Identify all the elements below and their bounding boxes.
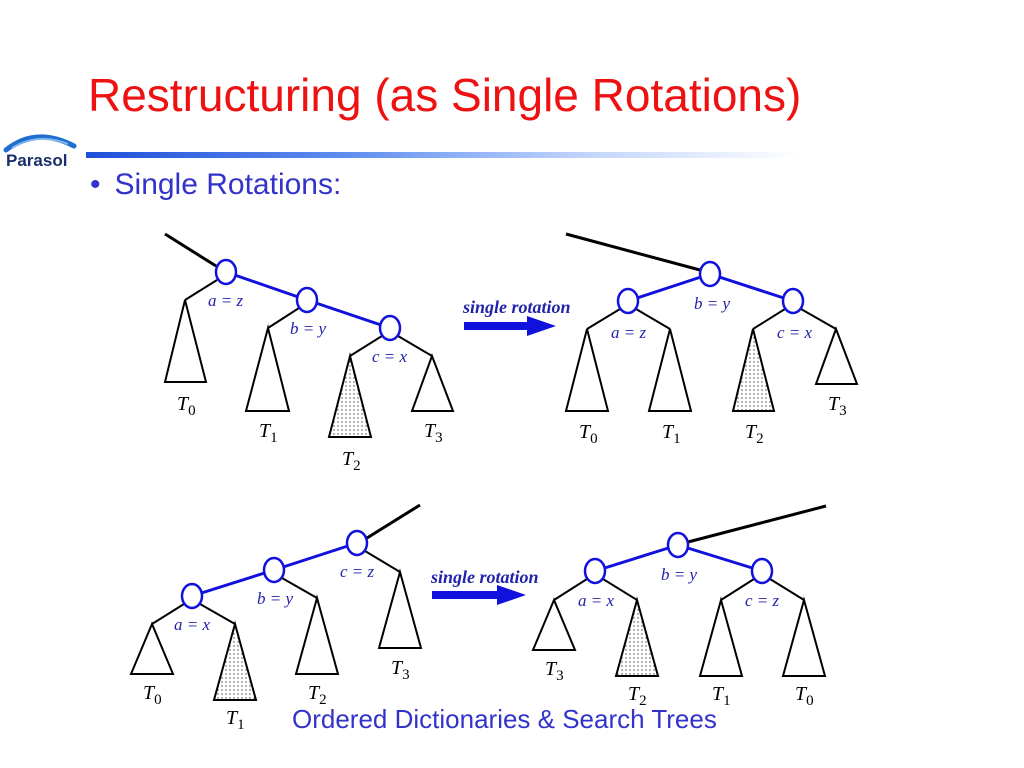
subtree-triangle [698, 596, 744, 677]
subtree-label: T0 [177, 393, 196, 419]
parasol-logo: Parasol [2, 128, 82, 172]
parasol-arc-icon: Parasol [3, 134, 77, 170]
node-label: b = y [694, 294, 730, 313]
bottom-before-tree: c = z b = y a = x T3 T2 T0 T1 [129, 503, 423, 733]
node-label: c = z [340, 562, 375, 581]
subtree-label: T1 [259, 420, 278, 446]
subtree-triangle-shaded [731, 328, 776, 412]
top-rotation-arrow: single rotation [462, 297, 571, 336]
tree-node [345, 529, 369, 557]
bottom-rotation-arrow: single rotation [430, 567, 539, 605]
node-label: c = x [372, 347, 408, 366]
subtree-triangle [244, 324, 291, 412]
tree-node [214, 258, 238, 286]
tree-node [262, 556, 286, 584]
tree-node [781, 287, 805, 315]
node-label: a = x [174, 615, 210, 634]
subtree-label: T2 [628, 683, 647, 709]
subtree-triangle [647, 328, 693, 412]
subtree-label: T3 [828, 393, 847, 419]
subtree-triangle-shaded [327, 352, 373, 438]
subtree-triangle [377, 568, 423, 649]
arrow-label: single rotation [462, 297, 571, 317]
subtree-label: T3 [391, 657, 410, 683]
subtree-label: T2 [745, 421, 764, 447]
subtree-triangle [129, 621, 175, 675]
subtree-label: T3 [424, 420, 443, 446]
node-label: a = z [208, 291, 243, 310]
subtree-triangle [294, 594, 340, 675]
bottom-after-tree: b = y a = x c = z T3 T2 T1 T0 [531, 504, 827, 709]
right-arrow-icon [464, 316, 556, 336]
subtree-label: T2 [342, 448, 361, 474]
bullet-text: Single Rotations: [114, 168, 342, 201]
arrow-label: single rotation [430, 567, 539, 587]
tree-node [180, 582, 204, 610]
subtree-label: T0 [795, 683, 814, 709]
bullet-single-rotations: • Single Rotations: [90, 168, 341, 202]
node-label: a = x [578, 591, 614, 610]
tree-node [698, 260, 722, 288]
subtree-triangle [781, 596, 827, 677]
subtree-label: T2 [308, 682, 327, 708]
subtree-label: T0 [579, 421, 598, 447]
title-underline [86, 152, 802, 158]
slide-title: Restructuring (as Single Rotations) [88, 69, 802, 121]
subtree-triangle [814, 326, 859, 385]
node-label: a = z [611, 323, 646, 342]
tree-node [295, 286, 319, 314]
subtree-label: T1 [712, 683, 731, 709]
logo-text: Parasol [6, 151, 67, 170]
tree-node [583, 557, 607, 585]
node-label: b = y [290, 319, 326, 338]
subtree-triangle [564, 328, 610, 412]
subtree-triangle [531, 597, 577, 651]
node-label: b = y [257, 589, 293, 608]
tree-node [378, 314, 402, 342]
subtree-label: T3 [545, 658, 564, 684]
subtree-label: T0 [143, 682, 162, 708]
tree-node [666, 531, 690, 559]
tree-node [750, 557, 774, 585]
subtree-label: T1 [226, 707, 245, 733]
node-label: b = y [661, 565, 697, 584]
slide-footer: Ordered Dictionaries & Search Trees [292, 704, 717, 734]
subtree-triangle [410, 353, 455, 412]
top-after-tree: b = y a = z c = x T0 T1 T2 T3 [564, 232, 859, 447]
tree-node [616, 287, 640, 315]
bullet-dot: • [90, 168, 101, 201]
right-arrow-icon [432, 585, 526, 605]
node-label: c = x [777, 323, 813, 342]
subtree-label: T1 [662, 421, 681, 447]
top-before-tree: a = z b = y c = x T0 T1 T2 T3 [163, 232, 455, 474]
subtree-triangle-shaded [614, 596, 660, 677]
subtree-triangle-shaded [212, 620, 258, 701]
subtree-triangle [163, 299, 208, 383]
node-label: c = z [745, 591, 780, 610]
